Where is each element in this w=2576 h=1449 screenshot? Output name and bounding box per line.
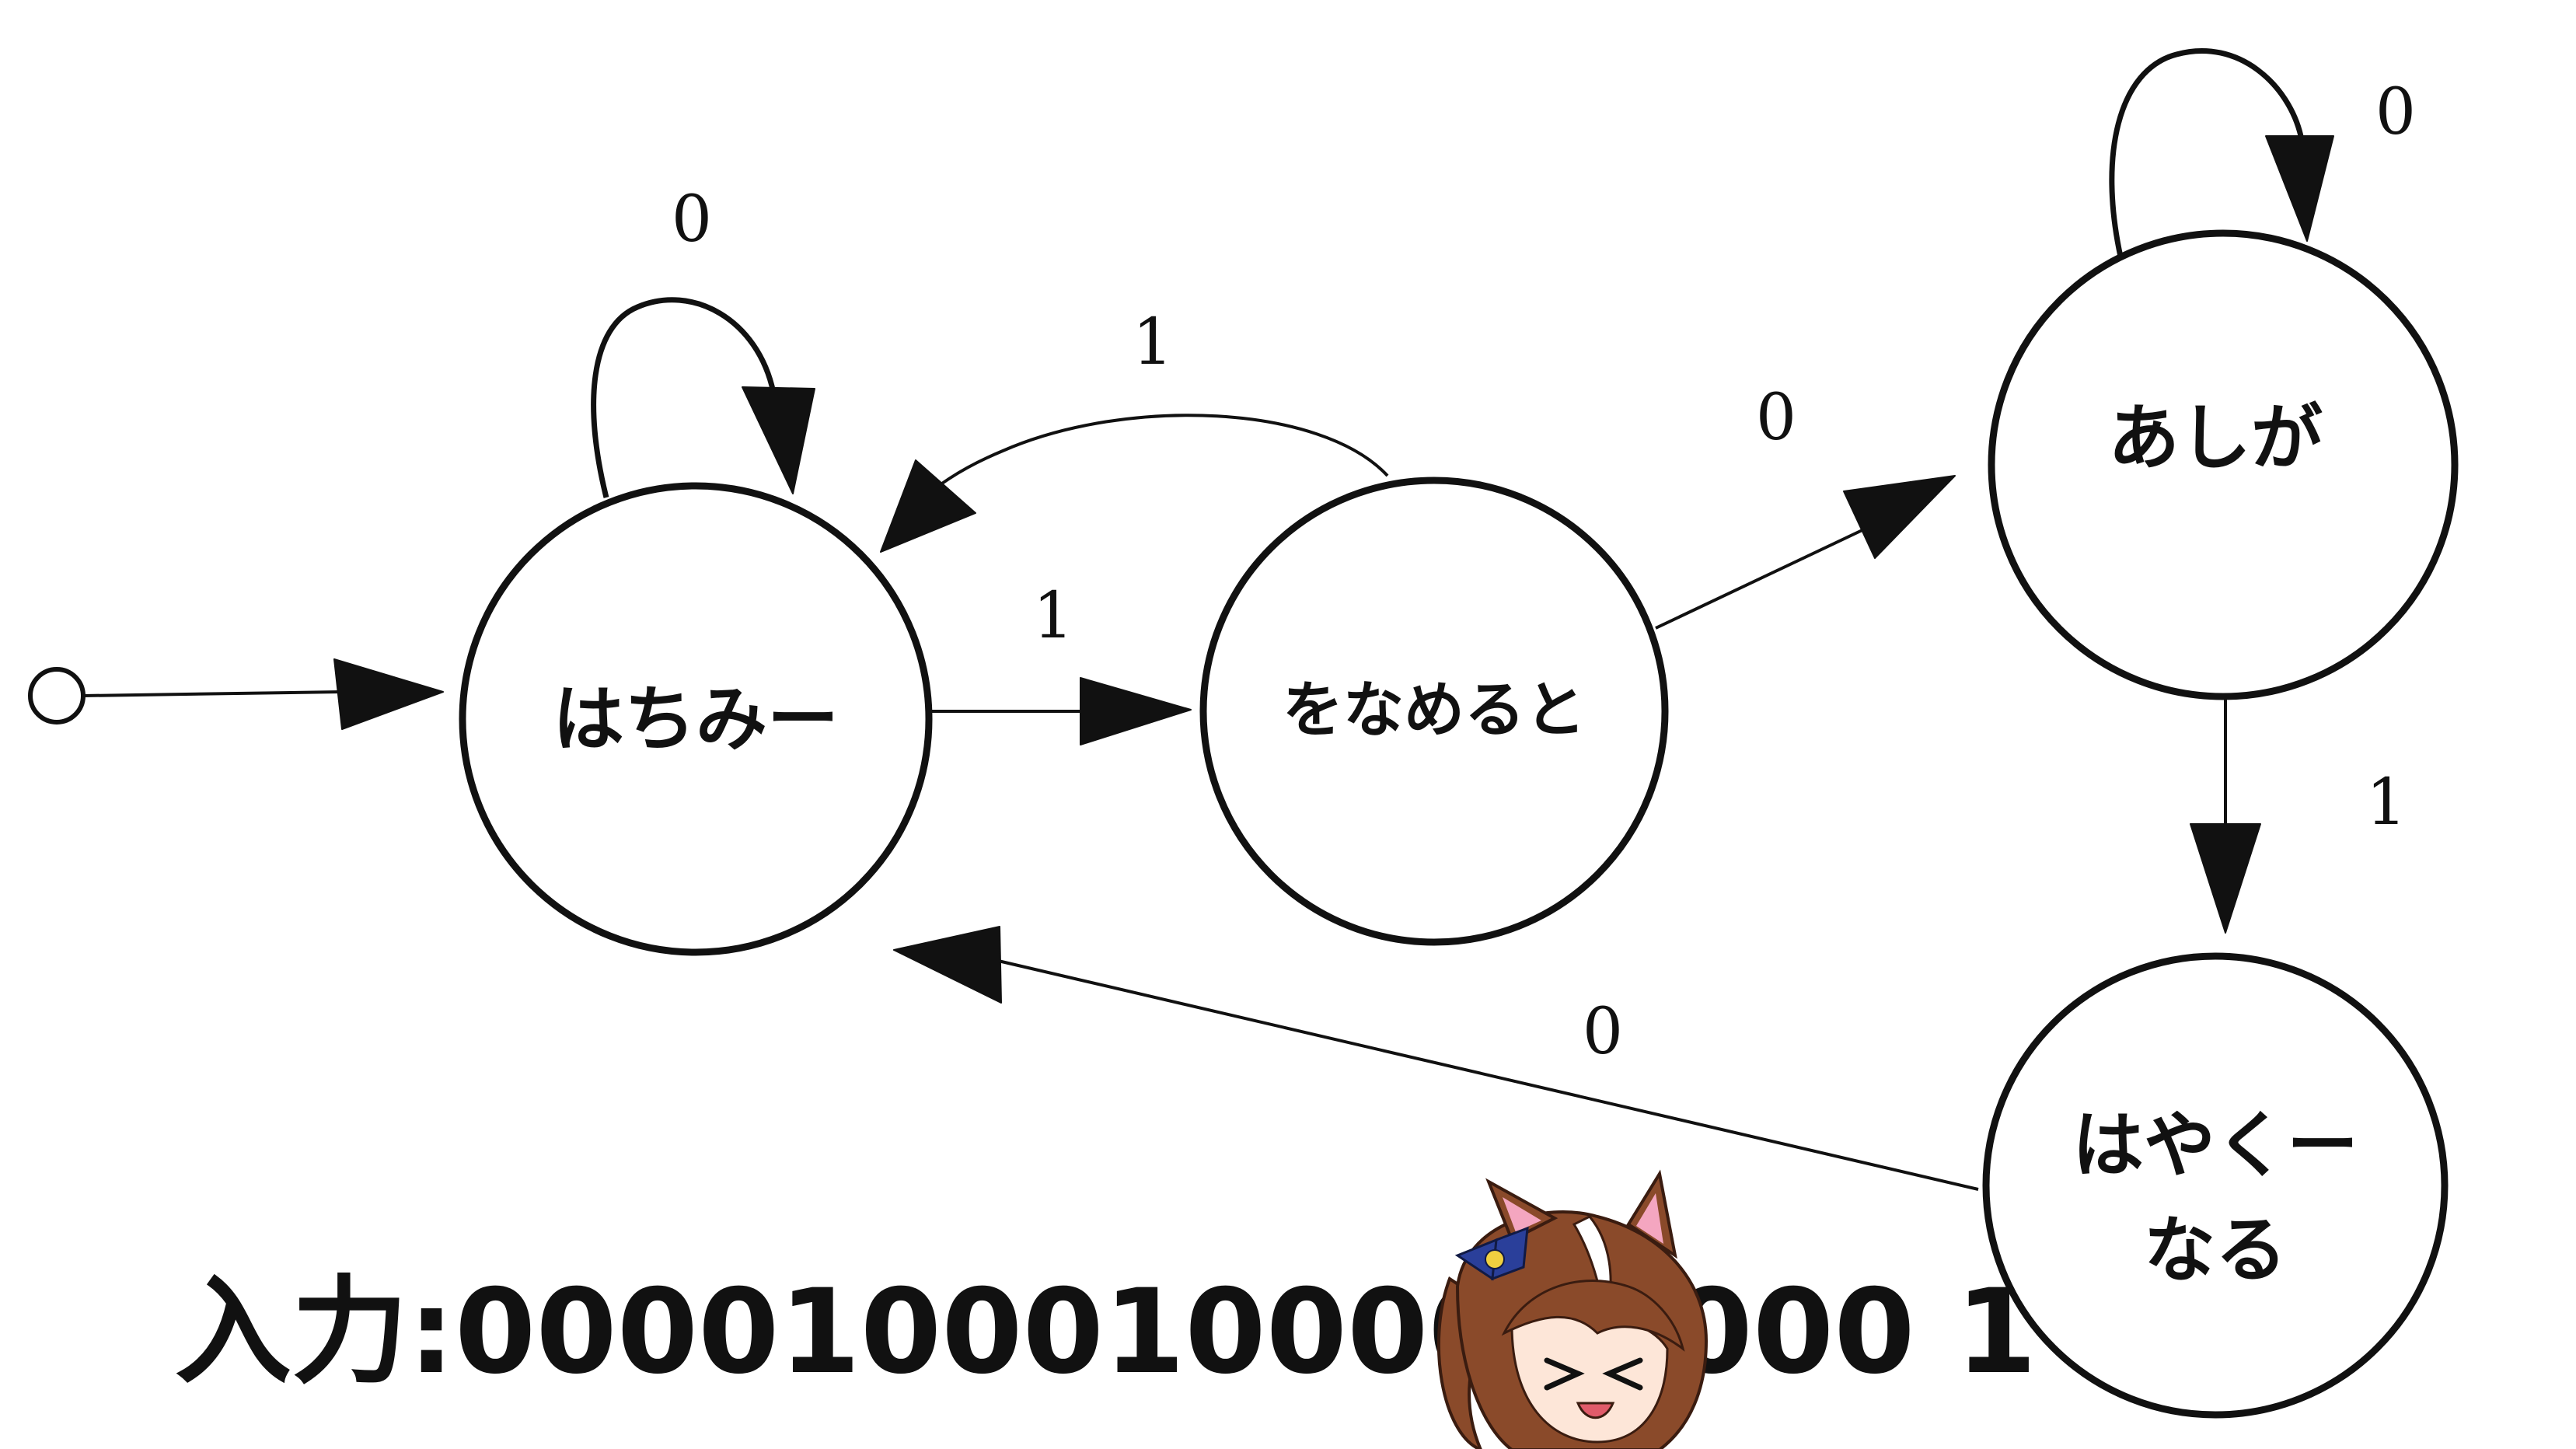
edge-s3-s3: 0	[2109, 48, 2416, 257]
edge-s2-s3-arrowhead	[1843, 475, 1956, 559]
state-s1: はちみー	[459, 482, 933, 956]
start-state-circle-icon	[28, 667, 86, 724]
edge-s1-s1-label: 0	[672, 183, 712, 257]
state-s2-circle	[1199, 477, 1669, 946]
edge-s3-s3-arrowhead	[2265, 135, 2334, 242]
edge-s1-s1: 0	[591, 183, 815, 498]
edge-s2-s3: 0	[1655, 381, 1956, 630]
state-s4: はやくー なる	[1982, 952, 2449, 1419]
state-s4-label-line2: なる	[2144, 1208, 2287, 1292]
state-s3-circle	[1988, 229, 2459, 700]
edge-s2-s3-label: 0	[1756, 381, 1796, 455]
edge-s1-s1-arrowhead	[742, 386, 815, 494]
edge-s3-s4: 1	[2190, 700, 2407, 934]
edge-s4-s1-label: 0	[1583, 995, 1623, 1069]
state-s2: をなめると	[1199, 477, 1669, 946]
start-edge-arrowhead	[333, 658, 444, 730]
state-s4-label-line1: はやくー	[2072, 1103, 2358, 1187]
state-s4-circle	[1982, 952, 2449, 1419]
state-s1-circle	[459, 482, 933, 956]
edge-s1-s2: 1	[927, 579, 1192, 745]
edge-s3-s4-label: 1	[2366, 766, 2407, 840]
edge-s2-s1: 1	[880, 306, 1389, 553]
state-s2-label: をなめると	[1283, 675, 1586, 745]
edge-s4-s1: 0	[893, 926, 1979, 1191]
chibi-horse-girl-mascot-icon	[1436, 1169, 1709, 1449]
input-string: 入力:000010001000011000 1	[175, 1265, 2037, 1400]
edge-s1-s2-arrowhead	[1080, 677, 1192, 745]
state-s3-label: あしが	[2108, 396, 2323, 480]
edge-s2-s1-label: 1	[1133, 306, 1173, 379]
edge-s2-s1-arrowhead	[880, 459, 976, 553]
edge-s3-s3-label: 0	[2375, 75, 2416, 149]
state-s3: あしが	[1988, 229, 2459, 700]
start-edge	[82, 690, 343, 697]
state-s1-label: はちみー	[553, 677, 839, 761]
edge-s1-s2-label: 1	[1033, 579, 1073, 653]
start-marker	[28, 658, 444, 730]
edge-s4-s1-arrowhead	[893, 926, 1002, 1004]
edge-s3-s4-arrowhead	[2190, 823, 2261, 934]
